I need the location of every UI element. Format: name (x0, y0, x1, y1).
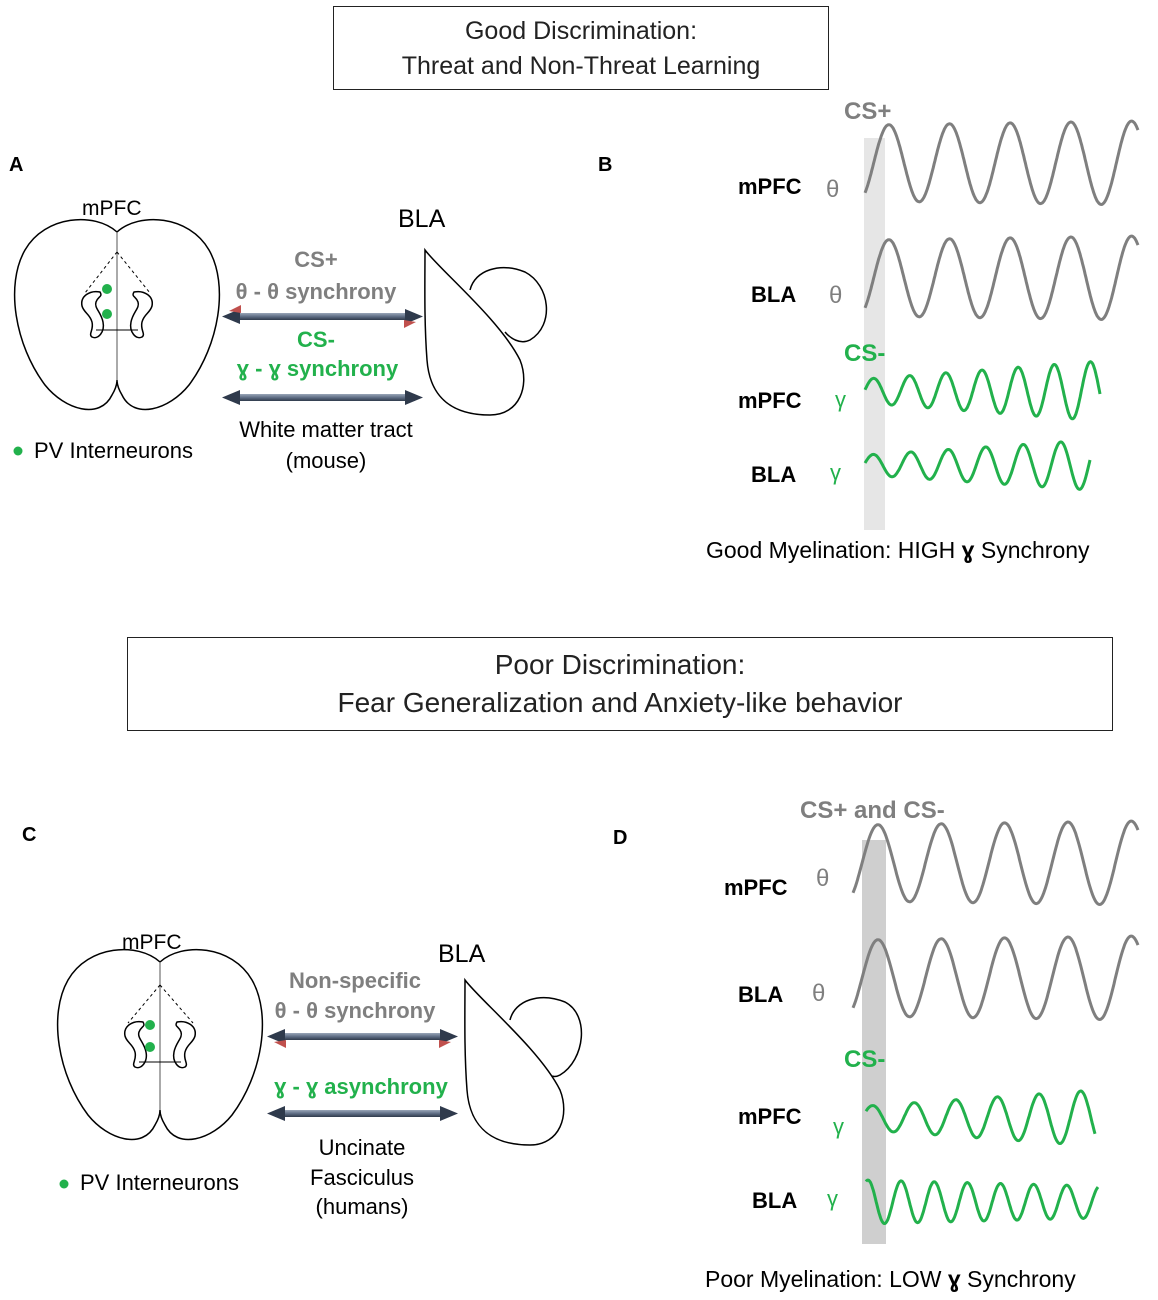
row-label-mpfc-theta-d: mPFC (724, 875, 788, 900)
gamma-symbol: γ (827, 1186, 838, 1211)
title-box-good-discrimination: Good Discrimination: Threat and Non-Thre… (333, 6, 829, 90)
caption-d: Poor Myelination: LOW ɣ Synchrony (705, 1266, 1076, 1293)
panel-label-d: D (613, 827, 628, 849)
brain-coronal-section-a (13, 218, 221, 411)
arrow-cs-minus-a (222, 390, 423, 405)
gamma-wave-bla-b (863, 440, 1092, 491)
bla-label-a: BLA (398, 205, 446, 233)
cs-minus-header-d: CS- (844, 1046, 886, 1073)
tract-label-c-2: Fasciculus (310, 1165, 414, 1190)
gamma-wave-mpfc-b (863, 360, 1102, 421)
pv-interneuron-dot (102, 284, 112, 294)
pv-legend-label-c: PV Interneurons (80, 1170, 239, 1195)
theta-symbol: θ (829, 282, 843, 309)
gamma-synchrony-label-a: ɣ - ɣ synchrony (236, 356, 399, 381)
pv-legend-dot-a (13, 446, 23, 456)
theta-symbol: θ (816, 865, 830, 892)
gamma-symbol: ɣ (947, 1266, 961, 1292)
panel-label-b: B (598, 154, 613, 176)
stimulus-shade-d (862, 840, 886, 1244)
panel-label-c: C (22, 824, 37, 846)
mpfc-label-a: mPFC (82, 197, 142, 220)
pv-legend-dot-c (59, 1179, 69, 1189)
theta-synchrony-label-c: θ - θ synchrony (274, 998, 436, 1023)
caption-text: Synchrony (974, 537, 1090, 563)
non-specific-label-c: Non-specific (288, 968, 422, 993)
theta-synchrony-label-a: θ - θ synchrony (235, 279, 397, 304)
cs-minus-label-a: CS- (297, 327, 335, 352)
cs-minus-header-b: CS- (844, 340, 886, 367)
arrow-gamma-c (267, 1106, 458, 1121)
cs-both-header-d: CS+ and CS- (800, 797, 945, 824)
pv-interneuron-dot (145, 1020, 155, 1030)
cs-plus-label-a: CS+ (294, 247, 338, 272)
tract-species-c: (humans) (315, 1194, 409, 1219)
bla-shape-c (464, 977, 583, 1146)
cs-plus-header-b: CS+ (844, 98, 892, 125)
stimulus-shade-b (864, 138, 885, 530)
theta-symbol: θ (812, 980, 826, 1007)
bla-label-c: BLA (438, 940, 486, 968)
title-line-2: Threat and Non-Threat Learning (401, 52, 761, 80)
gamma-symbol: γ (835, 387, 846, 412)
brain-coronal-section-c (56, 948, 264, 1141)
pv-legend-label-a: PV Interneurons (34, 438, 193, 463)
tract-species-a: (mouse) (285, 448, 367, 473)
gamma-asynchrony-label-c: ɣ - ɣ asynchrony (274, 1074, 448, 1099)
title-box-poor-discrimination: Poor Discrimination: Fear Generalization… (127, 637, 1113, 731)
row-label-bla-gamma-b: BLA (751, 462, 797, 487)
caption-b: Good Myelination: HIGH ɣ Synchrony (706, 537, 1090, 564)
arrow-cs-plus-a (222, 305, 423, 328)
tract-label-c-1: Uncinate (318, 1135, 406, 1160)
theta-wave-bla-d (851, 934, 1140, 1022)
caption-text: Poor Myelination: LOW (705, 1266, 948, 1292)
bla-shape-a (424, 247, 547, 416)
theta-wave-mpfc-d (851, 819, 1140, 907)
row-label-mpfc-gamma-b: mPFC (738, 388, 802, 413)
mpfc-label-c: mPFC (122, 931, 182, 954)
row-label-bla-theta-b: BLA (751, 282, 797, 307)
pv-interneuron-dot (145, 1042, 155, 1052)
row-label-mpfc-gamma-d: mPFC (738, 1104, 802, 1129)
gamma-wave-mpfc-d (864, 1089, 1097, 1146)
tract-label-a: White matter tract (239, 417, 413, 442)
gamma-symbol: γ (830, 460, 841, 485)
caption-text: Synchrony (960, 1266, 1076, 1292)
theta-wave-mpfc-b (863, 119, 1140, 207)
gamma-symbol: ɣ (961, 537, 975, 563)
caption-text: Good Myelination: HIGH (706, 537, 962, 563)
pv-interneuron-dot (102, 309, 112, 319)
row-label-bla-gamma-d: BLA (752, 1188, 798, 1213)
row-label-mpfc-theta-b: mPFC (738, 174, 802, 199)
theta-symbol: θ (826, 176, 840, 203)
arrow-theta-c (267, 1029, 458, 1048)
row-label-bla-theta-d: BLA (738, 982, 784, 1007)
title-line-1: Good Discrimination: (464, 17, 698, 45)
gamma-symbol: γ (833, 1114, 844, 1139)
panel-label-a: A (9, 154, 24, 176)
gamma-wave-bla-d (864, 1178, 1100, 1225)
title-line-1: Poor Discrimination: (494, 649, 746, 680)
theta-wave-bla-b (863, 234, 1140, 322)
title-line-2: Fear Generalization and Anxiety-like beh… (337, 687, 903, 718)
